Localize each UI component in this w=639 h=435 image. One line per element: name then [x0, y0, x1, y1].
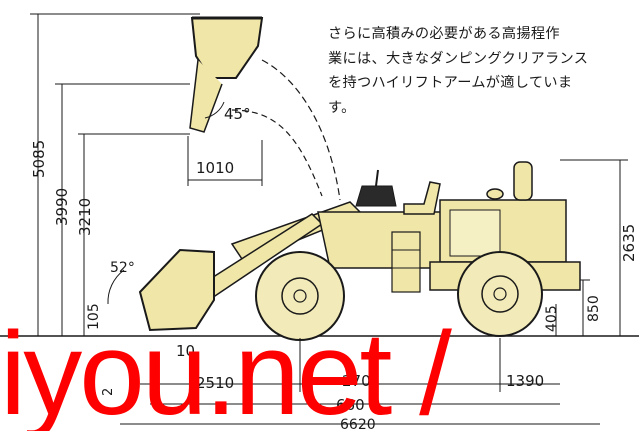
dim-hinge-height: 3990	[53, 188, 71, 226]
dimension-labels: 5085 3990 3210 105 1010 45° 52° 2635 850…	[30, 105, 638, 433]
dim-cab-height: 2635	[620, 224, 638, 262]
dim-ground-clearance-mid: 405	[544, 305, 560, 332]
dump-angle-arc	[204, 101, 225, 119]
raised-bucket	[189, 16, 264, 133]
left-dimension-lines	[30, 13, 263, 336]
dim-wheelbase: 270	[342, 372, 371, 390]
dim-digging-depth: 105	[86, 303, 102, 330]
front-wheel	[255, 251, 345, 341]
caption-line: す。	[328, 99, 356, 116]
watermark-text: iyou.net /	[0, 318, 452, 431]
dim-body-length: 660	[336, 396, 365, 414]
operator-seat	[355, 169, 441, 215]
right-dimension-lines	[555, 159, 628, 336]
bottom-dimension-lines	[120, 338, 600, 425]
dim-ground-clearance-rear: 850	[586, 295, 602, 322]
description-text: さらに高積みの必要がある高揚程作 業には、大きなダンピングクリアランス を持つハ…	[328, 22, 628, 120]
dim-partial-left: 2	[101, 388, 116, 396]
dim-dump-angle: 45°	[224, 105, 251, 123]
caption-line: を持つハイリフトアームが適していま	[328, 75, 573, 91]
lowered-bucket	[107, 248, 215, 332]
dim-overall-height: 5085	[30, 140, 48, 178]
dim-bucket-partial: 10	[176, 342, 195, 360]
lift-path-outer	[261, 59, 341, 201]
dim-dump-clearance: 3210	[76, 198, 94, 236]
dim-dump-reach: 1010	[196, 159, 234, 177]
dim-rollback-angle: 52°	[110, 260, 135, 276]
dim-front-overhang: 2510	[196, 374, 234, 392]
lift-path	[231, 109, 323, 197]
caption-line: 業には、大きなダンピングクリアランス	[328, 50, 589, 67]
dim-overall-length: 6620	[340, 417, 376, 431]
dim-rear-overhang: 1390	[506, 372, 544, 390]
loader-body	[317, 161, 581, 293]
rear-wheel	[457, 251, 543, 337]
caption-line: さらに高積みの必要がある高揚程作	[328, 26, 560, 42]
